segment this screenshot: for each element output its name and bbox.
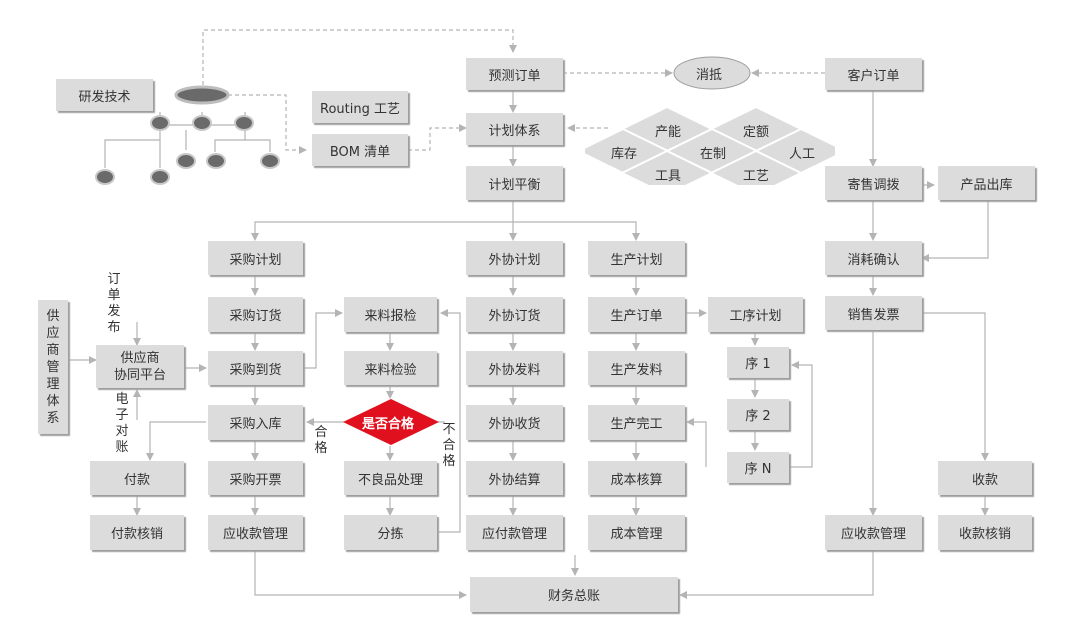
supplier-platform-line2: 协同平台	[113, 367, 166, 383]
general-ledger-box[interactable]: 财务总账	[470, 577, 678, 612]
ar-mgmt-right-box[interactable]: 应收款管理	[825, 515, 922, 550]
purchase-stockin-box[interactable]: 采购入库	[208, 405, 303, 440]
sales-invoice-box[interactable]: 销售发票	[825, 296, 922, 330]
forecast-order-box[interactable]: 预测订单	[466, 58, 563, 90]
payment-writeoff-box[interactable]: 付款核销	[90, 515, 184, 550]
ar-mgmt-left-box[interactable]: 应收款管理	[208, 515, 303, 550]
inventory-label: 库存	[611, 147, 638, 162]
supplier-platform-line1: 供应商	[120, 350, 160, 366]
customer-order-box[interactable]: 客户订单	[825, 58, 922, 90]
qualified-label: 合格	[314, 425, 328, 456]
qualified-decision-diamond	[343, 399, 439, 445]
craft-label: 工艺	[743, 169, 770, 184]
seq2-box[interactable]: 序 2	[727, 399, 789, 430]
supplier-system-box[interactable]: 供应商管理体系	[38, 300, 68, 434]
tree-node	[260, 153, 280, 169]
order-publish-label: 订单发布	[107, 272, 121, 335]
production-issue-box[interactable]: 生产发料	[588, 351, 685, 385]
cost-accounting-box[interactable]: 成本核算	[588, 461, 685, 495]
resource-diamond-grid	[585, 105, 835, 185]
purchase-arrival-box[interactable]: 采购到货	[208, 351, 303, 385]
routing-box[interactable]: Routing 工艺	[312, 91, 408, 123]
outsource-receive-box[interactable]: 外协收货	[466, 405, 563, 440]
tree-node	[176, 153, 196, 169]
outsource-settle-box[interactable]: 外协结算	[466, 461, 563, 495]
incoming-inspect-box[interactable]: 来料检验	[344, 351, 437, 385]
unqualified-label: 不合格	[442, 422, 456, 469]
qualified-check-label: 是否合格	[362, 417, 415, 432]
tree-node	[206, 153, 226, 169]
consume-confirm-box[interactable]: 消耗确认	[825, 241, 922, 275]
defect-handle-box[interactable]: 不良品处理	[344, 461, 437, 495]
purchase-order-box[interactable]: 采购订货	[208, 297, 303, 332]
tree-node	[192, 115, 212, 131]
production-order-box[interactable]: 生产订单	[588, 297, 685, 332]
outsource-plan-box[interactable]: 外协计划	[466, 241, 563, 275]
purchase-plan-box[interactable]: 采购计划	[208, 241, 303, 275]
process-plan-box[interactable]: 工序计划	[708, 297, 803, 332]
tooling-label: 工具	[655, 169, 682, 184]
offset-label: 消抵	[696, 68, 723, 83]
seqN-box[interactable]: 序 N	[727, 452, 789, 483]
quota-label: 定额	[743, 125, 770, 140]
incoming-inspect-report-box[interactable]: 来料报检	[344, 297, 437, 332]
labor-label: 人工	[789, 147, 816, 162]
wip-label: 在制	[700, 147, 727, 162]
payment-box[interactable]: 付款	[90, 461, 184, 495]
ap-mgmt-box[interactable]: 应付款管理	[466, 515, 563, 550]
plan-balance-box[interactable]: 计划平衡	[466, 166, 563, 200]
supplier-platform-box[interactable]: 供应商 协同平台	[96, 345, 184, 388]
e-reconcile-label: 电子对账	[115, 392, 129, 455]
outsource-order-box[interactable]: 外协订货	[466, 297, 563, 332]
collection-writeoff-box[interactable]: 收款核销	[938, 515, 1032, 550]
tree-node	[150, 115, 170, 131]
bom-box[interactable]: BOM 清单	[312, 134, 408, 166]
outsource-issue-box[interactable]: 外协发料	[466, 351, 563, 385]
capacity-label: 产能	[655, 125, 682, 140]
consign-transfer-box[interactable]: 寄售调拨	[825, 166, 922, 200]
seq1-box[interactable]: 序 1	[727, 347, 789, 378]
production-complete-box[interactable]: 生产完工	[588, 405, 685, 440]
cost-mgmt-box[interactable]: 成本管理	[588, 515, 685, 550]
collection-box[interactable]: 收款	[938, 461, 1032, 495]
sorting-box[interactable]: 分拣	[344, 515, 437, 550]
tree-node	[234, 115, 254, 131]
rd-root-node	[174, 85, 230, 105]
product-out-box[interactable]: 产品出库	[938, 166, 1035, 200]
offset-ellipse	[673, 56, 751, 90]
production-plan-box[interactable]: 生产计划	[588, 241, 685, 275]
tree-node	[150, 169, 170, 185]
tree-node	[95, 169, 115, 185]
purchase-invoice-box[interactable]: 采购开票	[208, 461, 303, 495]
rd-tech-box[interactable]: 研发技术	[56, 79, 153, 111]
plan-system-box[interactable]: 计划体系	[466, 113, 563, 145]
